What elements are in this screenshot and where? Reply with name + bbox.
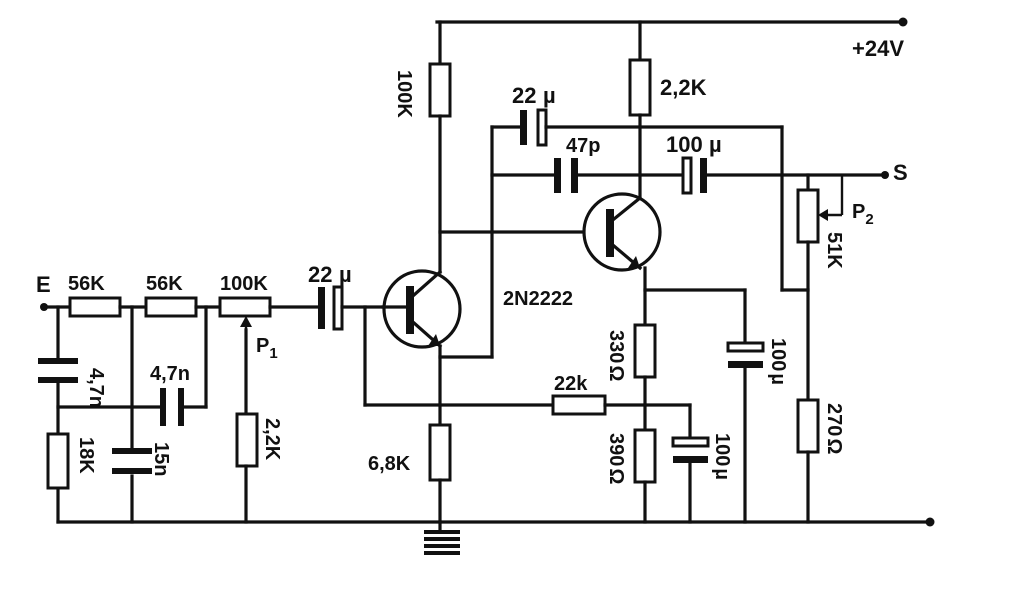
- r-390-label: 390Ω: [605, 433, 627, 484]
- transistor-label: 2N2222: [503, 288, 573, 310]
- c-100u-a-label: 100µ: [767, 338, 789, 385]
- capacitor-4-7n-horizontal: [160, 388, 184, 426]
- potentiometer-p1: [218, 296, 272, 330]
- r-18k-label: 18K: [75, 437, 97, 474]
- r-330-label: 330Ω: [605, 330, 627, 381]
- resistor-270-ohm: [796, 398, 820, 454]
- capacitor-47p: [554, 158, 578, 193]
- r-2-2k-pot-label: 2,2K: [261, 418, 283, 461]
- transistor-q1: [381, 269, 462, 349]
- r-2-2k-label: 2,2K: [660, 75, 707, 100]
- resistor-56k-1-label: 56K: [68, 273, 105, 295]
- output-label: S: [893, 160, 908, 185]
- output-terminal: [881, 171, 889, 179]
- resistor-2-2k-p1: [235, 412, 259, 468]
- resistor-6-8k: [428, 423, 452, 482]
- r-22k-label: 22k: [554, 373, 588, 395]
- transistor-q2: [582, 192, 662, 272]
- c-fb-unit: µ: [543, 83, 556, 108]
- capacitor-22u-input: [318, 285, 344, 331]
- resistor-390-ohm: [633, 428, 657, 484]
- resistor-56k-2-label: 56K: [146, 273, 183, 295]
- p1-label: P1: [256, 335, 278, 362]
- c-100u-b-label: 100µ: [711, 433, 733, 480]
- resistor-56k-2: [144, 296, 198, 318]
- c-out-value: 100: [666, 132, 703, 157]
- c-47p-label: 47p: [566, 135, 600, 157]
- p2-value-label: 51K: [823, 232, 845, 269]
- capacitor-100u-lower: [671, 436, 710, 463]
- input-terminal: [40, 303, 72, 311]
- capacitor-4-7n-vertical: [38, 358, 78, 383]
- resistor-18k: [46, 432, 70, 490]
- c-fb-value: 22: [512, 83, 536, 108]
- supply-rail: [435, 17, 908, 27]
- ground-symbol: [424, 520, 460, 555]
- capacitor-15n: [112, 448, 152, 474]
- resistor-330-ohm: [633, 323, 657, 379]
- p1-value-label: 100K: [220, 273, 268, 295]
- supply-label: +24V: [852, 36, 904, 61]
- c-shunt1-label: 4,7n: [85, 368, 107, 408]
- r-6-8k-label: 6,8K: [368, 453, 411, 475]
- p2-label: P2: [852, 201, 874, 228]
- resistor-22k: [551, 394, 607, 416]
- r-270-label: 270Ω: [823, 403, 845, 454]
- capacitor-22u-feedback: [520, 108, 548, 147]
- resistor-100k-collector: [428, 62, 452, 118]
- c-shunt2-label: 4,7n: [150, 363, 190, 385]
- resistor-56k-1: [68, 296, 122, 318]
- c-15n-label: 15n: [150, 442, 172, 476]
- capacitor-100u-upper: [726, 341, 765, 368]
- ground-rail: [56, 517, 935, 527]
- c-in-unit: µ: [339, 262, 352, 287]
- capacitor-100u-output: [681, 156, 707, 195]
- c-in-value: 22: [308, 262, 332, 287]
- resistor-2-2k-collector: [628, 58, 652, 117]
- c-out-unit: µ: [709, 132, 722, 157]
- input-label: E: [36, 272, 51, 297]
- r-100k-label: 100K: [393, 70, 415, 118]
